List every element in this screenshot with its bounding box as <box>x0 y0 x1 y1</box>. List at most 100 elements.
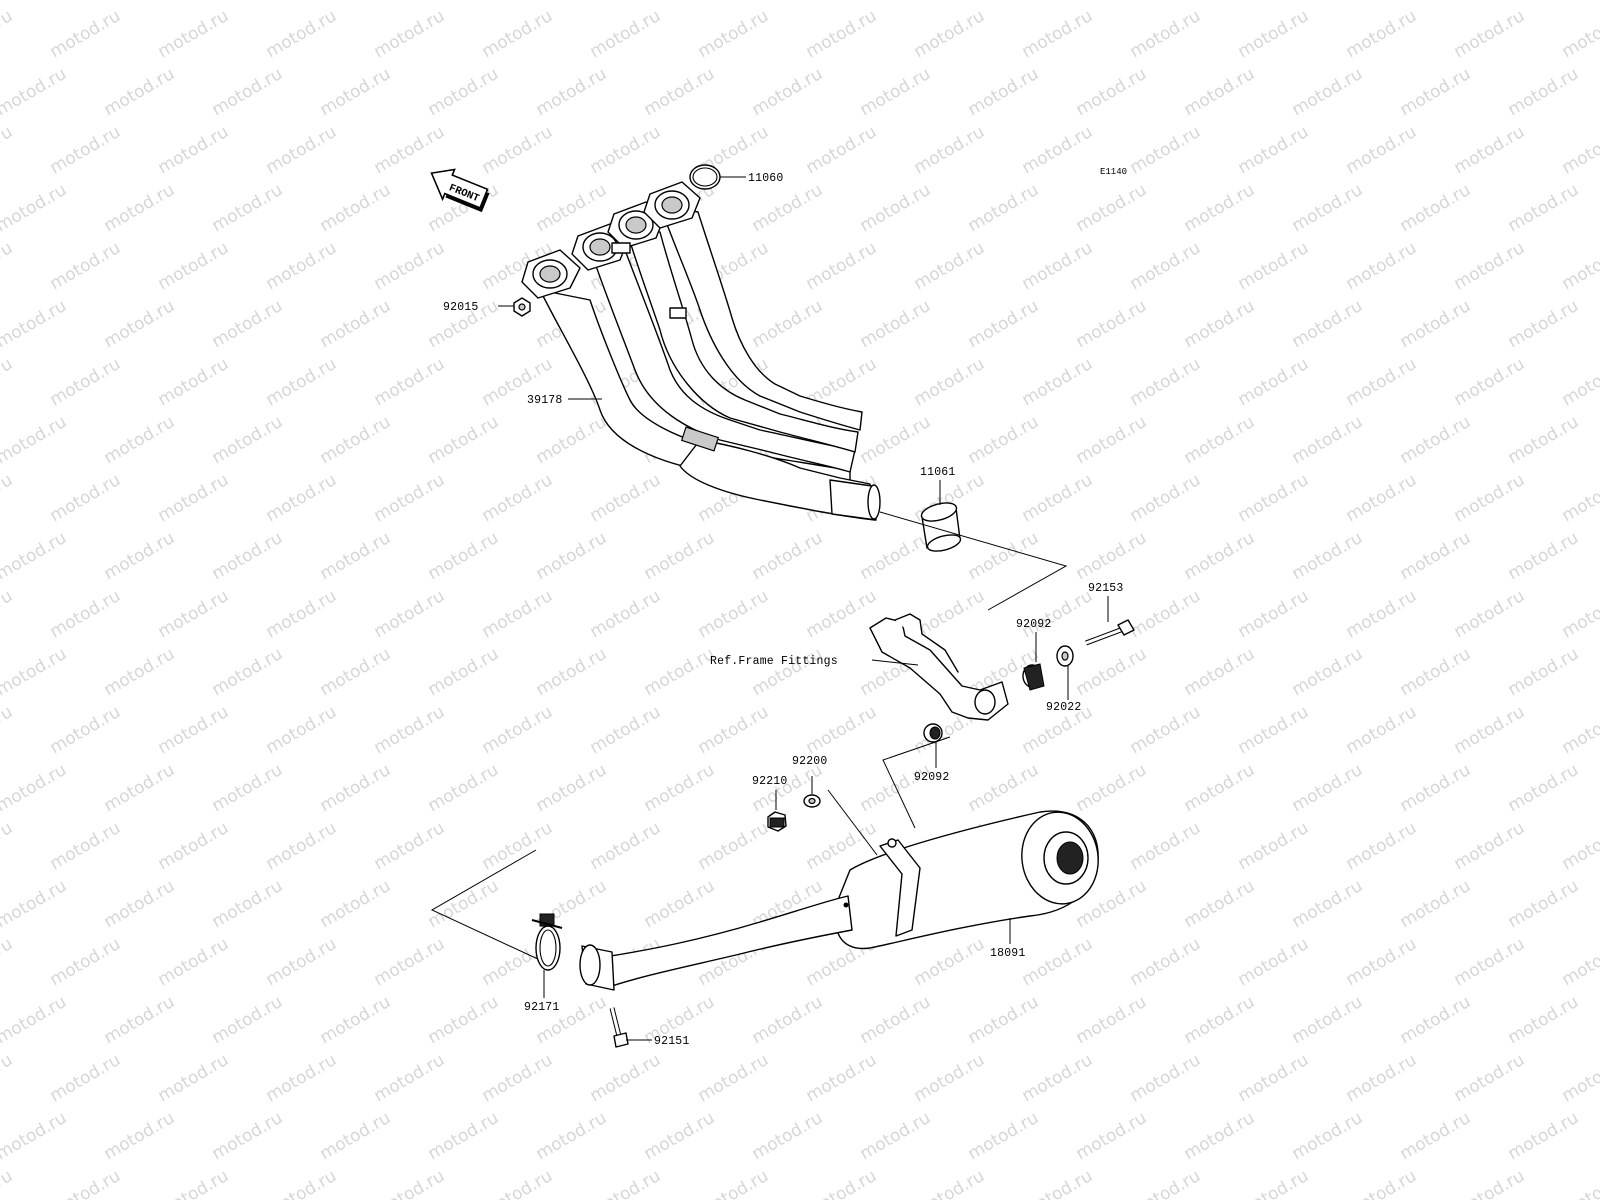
watermark-text: motod.ru <box>155 586 233 642</box>
watermark-text: motod.ru <box>1127 238 1205 294</box>
exhaust-header[interactable] <box>521 181 881 521</box>
watermark-text: motod.ru <box>155 238 233 294</box>
watermark-text: motod.ru <box>101 296 179 352</box>
watermark-text: motod.ru <box>0 1108 70 1164</box>
bolt-92151[interactable] <box>609 1007 629 1048</box>
watermark-text: motod.ru <box>1451 354 1529 410</box>
watermark-text: motod.ru <box>1127 702 1205 758</box>
watermark-text: motod.ru <box>425 1108 503 1164</box>
watermark-text: motod.ru <box>47 238 125 294</box>
watermark-text: motod.ru <box>1505 412 1583 468</box>
watermark-text: motod.ru <box>1289 296 1367 352</box>
watermark-text: motod.ru <box>1073 644 1151 700</box>
watermark-text: motod.ru <box>1559 238 1600 294</box>
watermark-text: motod.ru <box>803 1050 881 1106</box>
watermark-text: motod.ru <box>101 64 179 120</box>
watermark-text: motod.ru <box>1073 1108 1151 1164</box>
nut-92015[interactable] <box>513 297 531 317</box>
label-92015: 92015 <box>443 301 479 314</box>
nut-92210[interactable] <box>767 811 787 832</box>
watermark-text: motod.ru <box>1019 6 1097 62</box>
watermark-text: motod.ru <box>1235 6 1313 62</box>
watermark-text: motod.ru <box>1559 354 1600 410</box>
watermark-text: motod.ru <box>1289 528 1367 584</box>
watermark-text: motod.ru <box>371 702 449 758</box>
watermark-text: motod.ru <box>1289 180 1367 236</box>
watermark-text: motod.ru <box>1397 1108 1475 1164</box>
muffler-18091[interactable] <box>579 807 1104 991</box>
watermark-text: motod.ru <box>371 1050 449 1106</box>
watermark-text: motod.ru <box>317 528 395 584</box>
watermark-text: motod.ru <box>857 760 935 816</box>
label-92092-b: 92092 <box>914 771 950 784</box>
watermark-text: motod.ru <box>263 818 341 874</box>
watermark-text: motod.ru <box>1235 1050 1313 1106</box>
watermark-text: motod.ru <box>1181 64 1259 120</box>
watermark-text: motod.ru <box>1235 1166 1313 1200</box>
diagram-code: E1140 <box>1100 167 1127 177</box>
watermark-text: motod.ru <box>317 760 395 816</box>
watermark-text: motod.ru <box>1181 644 1259 700</box>
watermark-text: motod.ru <box>1397 64 1475 120</box>
collar-92200[interactable] <box>803 794 821 808</box>
label-92210: 92210 <box>752 775 788 788</box>
watermark-text: motod.ru <box>1181 876 1259 932</box>
watermark-text: motod.ru <box>155 1166 233 1200</box>
watermark-text: motod.ru <box>1505 64 1583 120</box>
clamp-92171[interactable] <box>531 913 563 971</box>
watermark-text: motod.ru <box>101 180 179 236</box>
bolt-92153[interactable] <box>1085 619 1135 646</box>
watermark-text: motod.ru <box>209 1108 287 1164</box>
watermark-text: motod.ru <box>1019 1050 1097 1106</box>
watermark-text: motod.ru <box>0 1050 16 1106</box>
watermark-text: motod.ru <box>1235 934 1313 990</box>
watermark-text: motod.ru <box>1073 528 1151 584</box>
watermark-text: motod.ru <box>1505 992 1583 1048</box>
watermark-text: motod.ru <box>1073 64 1151 120</box>
damper-92092-lower[interactable] <box>923 723 943 743</box>
watermark-text: motod.ru <box>1451 702 1529 758</box>
watermark-text: motod.ru <box>1559 122 1600 178</box>
watermark-text: motod.ru <box>1559 586 1600 642</box>
gasket-11060[interactable] <box>689 164 721 190</box>
label-92092-a: 92092 <box>1016 618 1052 631</box>
watermark-text: motod.ru <box>1181 992 1259 1048</box>
watermark-text: motod.ru <box>1559 818 1600 874</box>
watermark-text: motod.ru <box>1505 644 1583 700</box>
label-92171: 92171 <box>524 1001 560 1014</box>
watermark-text: motod.ru <box>803 1166 881 1200</box>
watermark-text: motod.ru <box>965 1108 1043 1164</box>
watermark-text: motod.ru <box>155 1050 233 1106</box>
watermark-text: motod.ru <box>1127 934 1205 990</box>
watermark-text: motod.ru <box>1397 0 1475 4</box>
watermark-text: motod.ru <box>1289 1108 1367 1164</box>
watermark-text: motod.ru <box>1289 992 1367 1048</box>
watermark-text: motod.ru <box>209 876 287 932</box>
watermark-text: motod.ru <box>101 528 179 584</box>
watermark-text: motod.ru <box>317 412 395 468</box>
watermark-text: motod.ru <box>1397 760 1475 816</box>
watermark-text: motod.ru <box>1451 6 1529 62</box>
watermark-text: motod.ru <box>911 1050 989 1106</box>
watermark-text: motod.ru <box>47 470 125 526</box>
watermark-text: motod.ru <box>209 992 287 1048</box>
watermark-text: motod.ru <box>371 818 449 874</box>
damper-92092-upper[interactable] <box>1022 663 1045 691</box>
watermark-text: motod.ru <box>1343 1050 1421 1106</box>
watermark-text: motod.ru <box>857 992 935 1048</box>
watermark-text: motod.ru <box>695 818 773 874</box>
watermark-text: motod.ru <box>641 528 719 584</box>
watermark-text: motod.ru <box>317 0 395 4</box>
watermark-text: motod.ru <box>587 122 665 178</box>
watermark-text: motod.ru <box>1127 6 1205 62</box>
watermark-text: motod.ru <box>641 644 719 700</box>
watermark-text: motod.ru <box>1343 1166 1421 1200</box>
gasket-joint-11061[interactable] <box>920 500 963 555</box>
watermark-text: motod.ru <box>1505 760 1583 816</box>
watermark-text: motod.ru <box>155 818 233 874</box>
watermark-text: motod.ru <box>263 238 341 294</box>
watermark-text: motod.ru <box>857 180 935 236</box>
washer-92022[interactable] <box>1056 645 1074 667</box>
watermark-text: motod.ru <box>1181 528 1259 584</box>
